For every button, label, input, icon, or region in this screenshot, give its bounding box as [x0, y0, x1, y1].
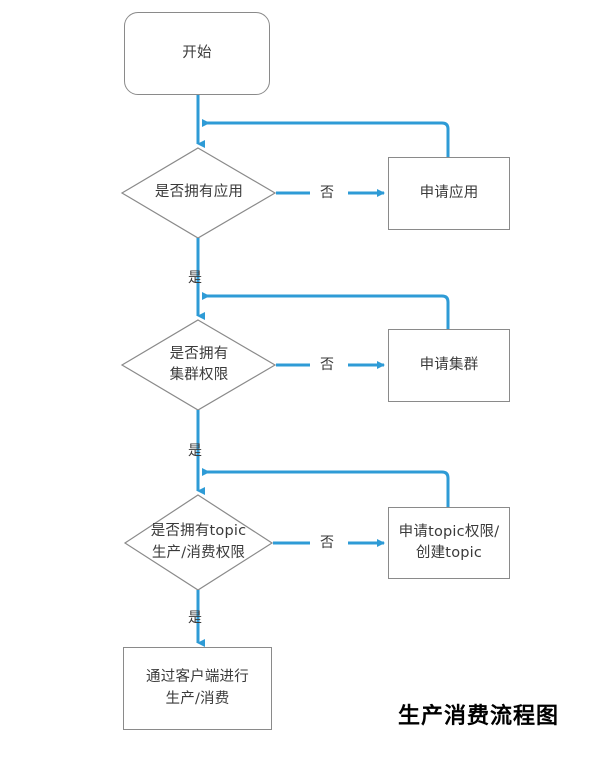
edge-apply-cluster-return	[202, 292, 450, 329]
node-apply-app-label: 申请应用	[419, 184, 479, 201]
edge-apply-topic-return	[202, 468, 450, 507]
edge-label-decision-app-no: 否	[320, 185, 334, 201]
node-apply-topic-label: 申请topic权限/ 创建topic	[398, 523, 500, 561]
node-decision-topic-label: 是否拥有topic 生产/消费权限	[150, 523, 247, 561]
node-apply-cluster-label: 申请集群	[419, 356, 479, 373]
node-apply-app[interactable]: 申请应用	[388, 157, 510, 230]
edge-label-decision-topic-yes: 是	[188, 610, 202, 626]
node-apply-topic[interactable]: 申请topic权限/ 创建topic	[388, 507, 510, 579]
edge-label-decision-app-yes: 是	[188, 270, 202, 286]
node-decision-app[interactable]: 是否拥有应用	[122, 148, 276, 238]
node-decision-cluster[interactable]: 是否拥有 集群权限	[122, 320, 276, 410]
edge-label-decision-topic-no: 否	[320, 535, 334, 551]
edge-label-decision-cluster-yes: 是	[188, 443, 202, 459]
node-start[interactable]: 开始	[124, 12, 270, 95]
diagram-caption: 生产消费流程图	[398, 704, 560, 729]
node-decision-cluster-label: 是否拥有 集群权限	[169, 345, 229, 383]
edge-label-decision-cluster-no: 否	[320, 357, 334, 373]
node-end-produce-consume[interactable]: 通过客户端进行 生产/消费	[123, 647, 272, 730]
node-end-produce-consume-label: 通过客户端进行 生产/消费	[146, 669, 249, 707]
node-start-label: 开始	[182, 44, 212, 61]
edge-apply-app-return	[202, 119, 450, 157]
node-decision-app-label: 是否拥有应用	[154, 184, 244, 201]
node-apply-cluster[interactable]: 申请集群	[388, 329, 510, 402]
node-decision-topic[interactable]: 是否拥有topic 生产/消费权限	[125, 495, 272, 590]
